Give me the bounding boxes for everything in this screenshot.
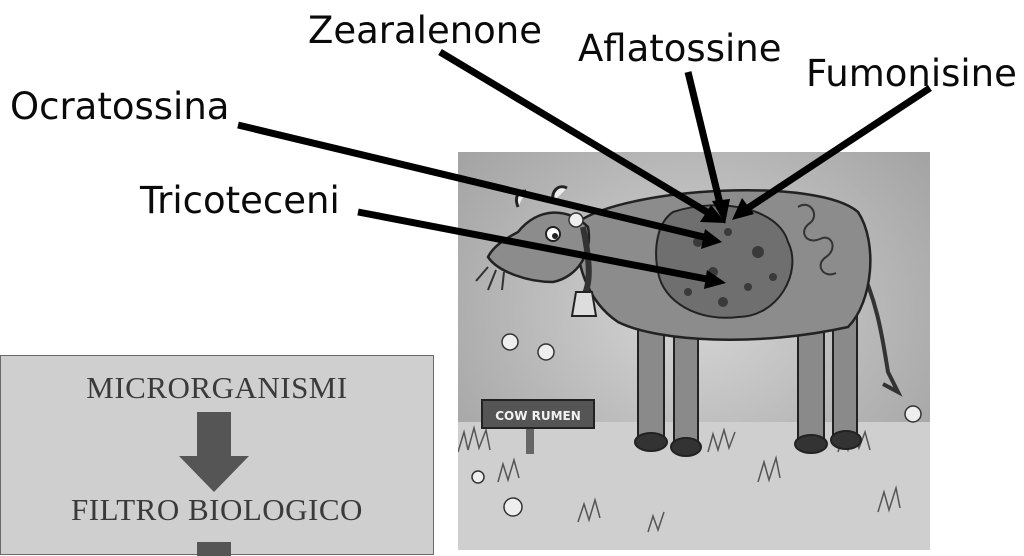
step-microrganismi: MICRORGANISMI <box>1 370 433 406</box>
flow-box: MICRORGANISMI FILTRO BIOLOGICO <box>0 355 434 555</box>
down-arrow-icon-2 <box>197 542 231 556</box>
label-fumonisine: Fumonisine <box>806 55 1017 92</box>
label-aflatossine: Aflatossine <box>578 30 781 67</box>
bell <box>572 292 596 316</box>
label-ocratossina: Ocratossina <box>10 88 229 125</box>
cow-illustration: COW RUMEN <box>458 152 930 550</box>
sign-text: COW RUMEN <box>495 409 581 423</box>
label-tricoteceni: Tricoteceni <box>140 182 340 219</box>
down-arrow-icon <box>179 412 249 492</box>
step-filtro-biologico: FILTRO BIOLOGICO <box>1 492 433 528</box>
label-zearalenone: Zearalenone <box>308 12 542 49</box>
